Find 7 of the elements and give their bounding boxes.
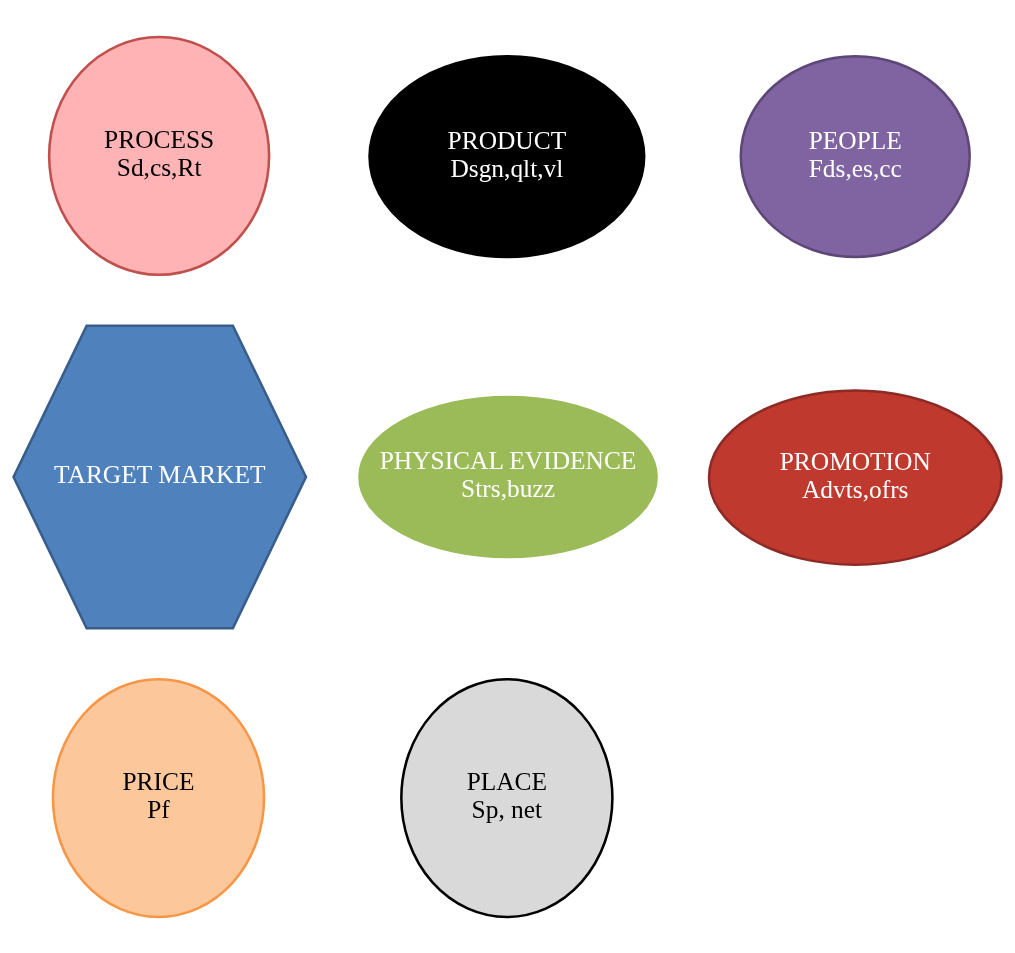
node-ellipse: PROMOTION Advts,ofrs xyxy=(707,388,1003,566)
node-ellipse: PLACE Sp, net xyxy=(400,677,614,918)
node-circle: PROCESS Sd,cs,Rt xyxy=(47,35,271,276)
node-ellipse: PEOPLE Fds,es,cc xyxy=(739,54,971,258)
node-ellipse: PRICE Pf xyxy=(51,677,266,918)
node-ellipse: PHYSICAL EVIDENCE Strs,buzz xyxy=(355,392,661,561)
node-ellipse: PRODUCT Dsgn,qlt,vl xyxy=(368,54,646,258)
